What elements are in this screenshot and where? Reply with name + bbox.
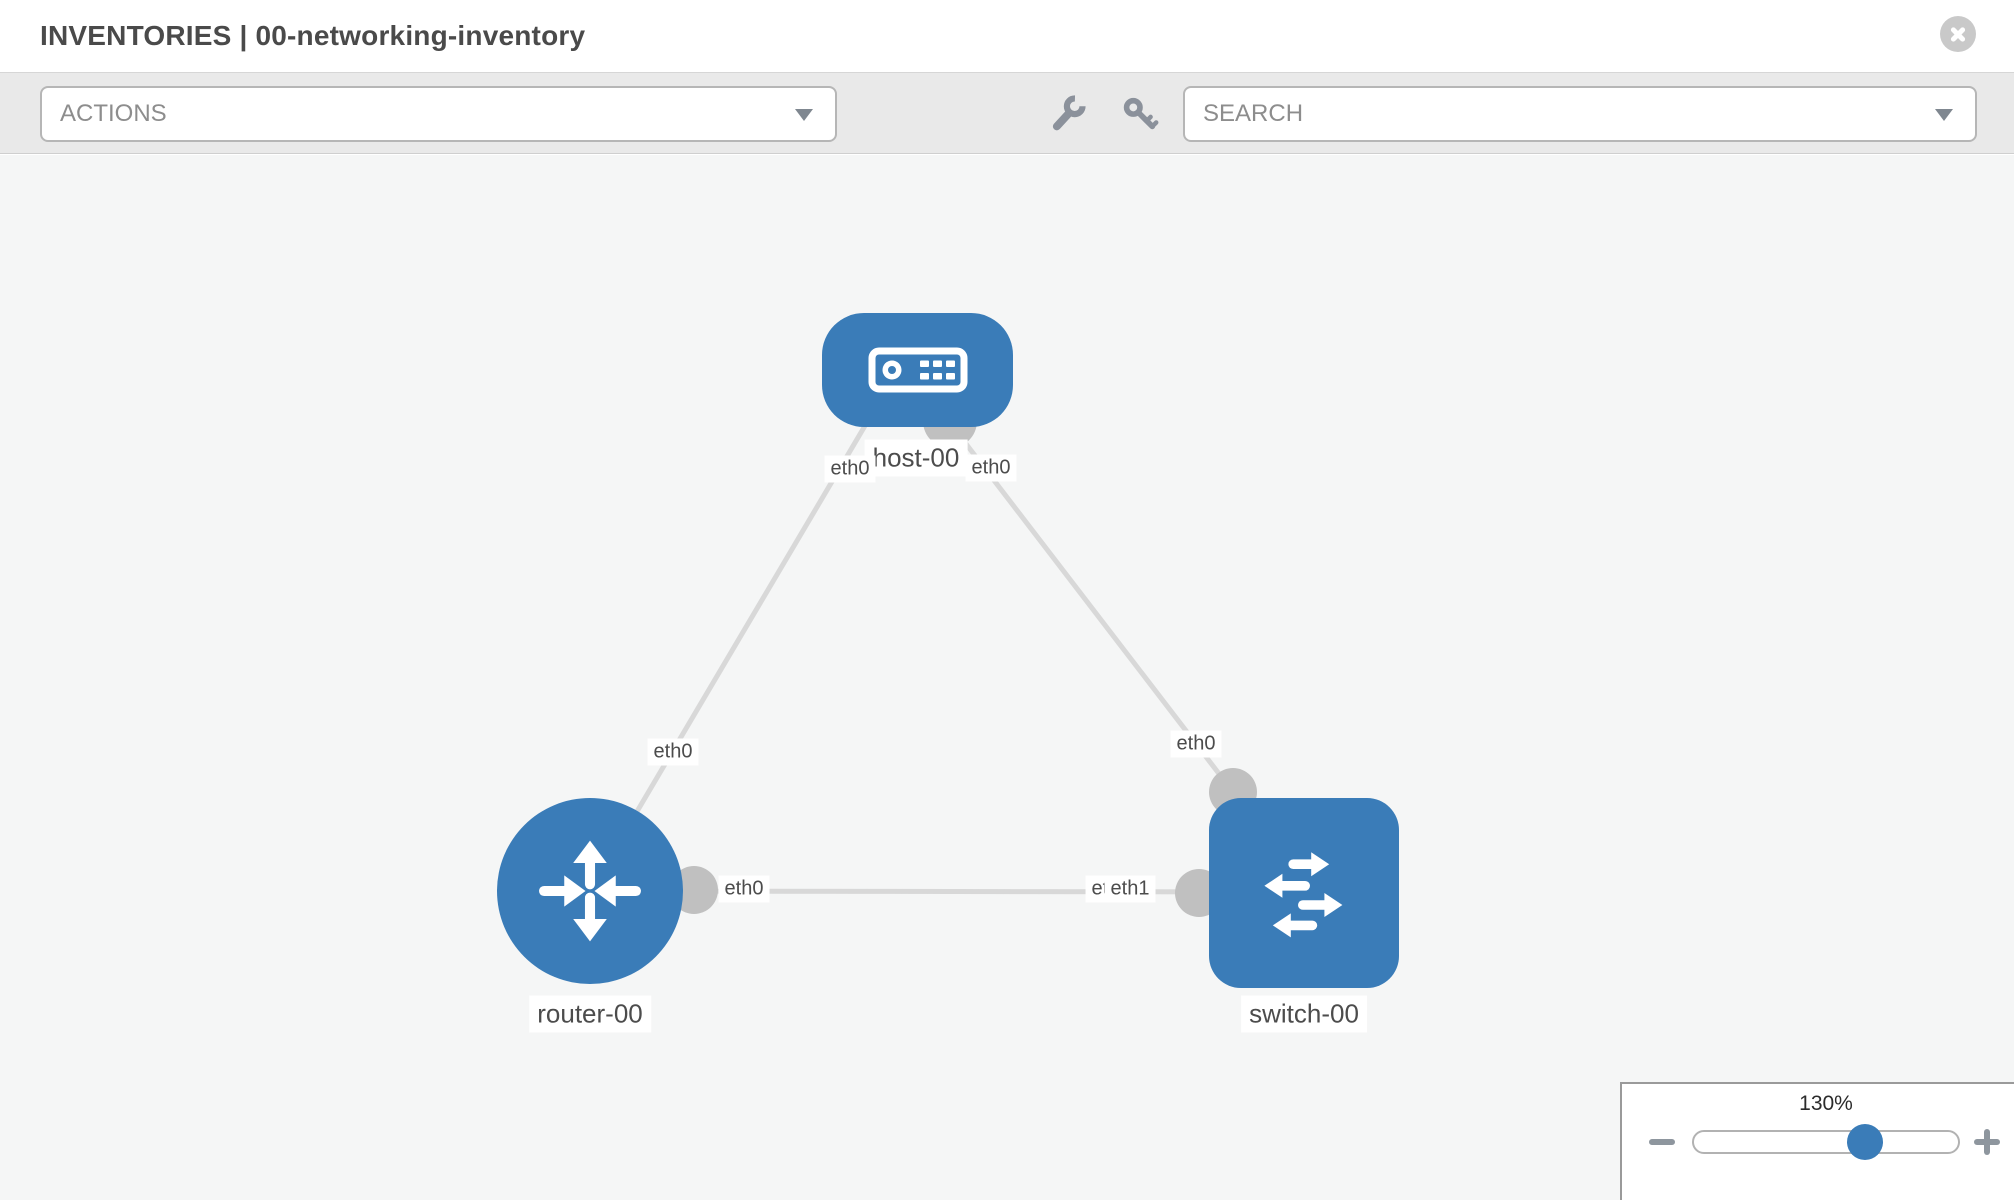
iface-label-router-to-host: eth0 bbox=[647, 738, 699, 766]
credentials-button[interactable] bbox=[1118, 91, 1162, 135]
page-header: INVENTORIES | 00-networking-inventory bbox=[0, 0, 2014, 72]
close-button[interactable] bbox=[1940, 16, 1976, 52]
wrench-icon bbox=[1052, 95, 1086, 131]
search-dropdown[interactable]: SEARCH bbox=[1183, 86, 1977, 142]
iface-label-host-to-switch: eth0 bbox=[965, 454, 1017, 482]
search-dropdown-label: SEARCH bbox=[1203, 100, 1304, 127]
node-router-00[interactable] bbox=[497, 798, 683, 984]
zoom-panel: 130% bbox=[1620, 1082, 2014, 1200]
actions-dropdown-label: ACTIONS bbox=[60, 100, 167, 127]
zoom-in-button[interactable] bbox=[1969, 1124, 2005, 1160]
iface-label-switch-to-host: eth0 bbox=[1170, 730, 1222, 758]
node-label-switch: switch-00 bbox=[1241, 995, 1367, 1033]
configure-button[interactable] bbox=[1046, 91, 1090, 135]
zoom-slider-thumb[interactable] bbox=[1847, 1124, 1883, 1160]
zoom-value: 130% bbox=[1799, 1092, 1853, 1115]
node-label-host: host-00 bbox=[864, 439, 968, 477]
zoom-out-button[interactable] bbox=[1644, 1124, 1680, 1160]
page-title: INVENTORIES | 00-networking-inventory bbox=[40, 20, 586, 51]
node-switch-00[interactable] bbox=[1209, 798, 1399, 988]
router-arrows-icon bbox=[539, 840, 641, 942]
switch-arrows-icon bbox=[1264, 852, 1343, 938]
actions-dropdown[interactable]: ACTIONS bbox=[40, 86, 837, 142]
iface-label-router-to-switch: eth0 bbox=[718, 875, 770, 903]
chevron-down-icon bbox=[1935, 109, 1953, 121]
iface-label-host-to-router: eth0 bbox=[824, 455, 876, 483]
minus-icon bbox=[1649, 1139, 1675, 1145]
chevron-down-icon bbox=[795, 109, 813, 121]
zoom-slider-track[interactable] bbox=[1692, 1130, 1960, 1154]
iface-label-switch-to-router: eth1 bbox=[1104, 875, 1156, 903]
node-host-00[interactable] bbox=[822, 313, 1013, 427]
node-label-router: router-00 bbox=[529, 995, 651, 1033]
server-icon bbox=[868, 347, 967, 393]
key-icon bbox=[1123, 97, 1159, 130]
topology-canvas[interactable] bbox=[0, 155, 2014, 1200]
